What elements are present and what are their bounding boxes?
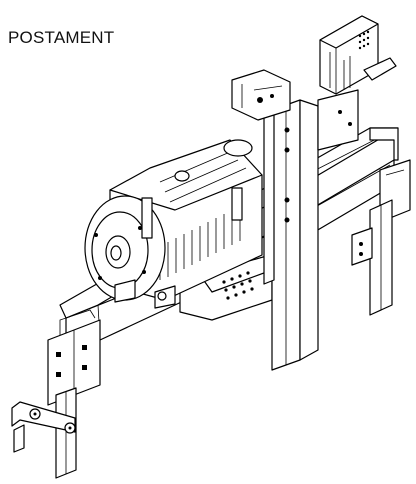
left-mounting-bracket: [48, 310, 100, 478]
upper-left-mount: [232, 70, 290, 120]
central-vertical-column: [264, 90, 358, 370]
vent-grille: [358, 30, 370, 50]
top-sensor-box: [320, 16, 396, 94]
right-side-bracket: [352, 160, 410, 315]
perforated-plate: [222, 271, 254, 300]
diagram-title: POSTAMENT: [8, 28, 115, 47]
traction-motor: [85, 140, 262, 308]
lower-left-arm: [12, 402, 75, 452]
